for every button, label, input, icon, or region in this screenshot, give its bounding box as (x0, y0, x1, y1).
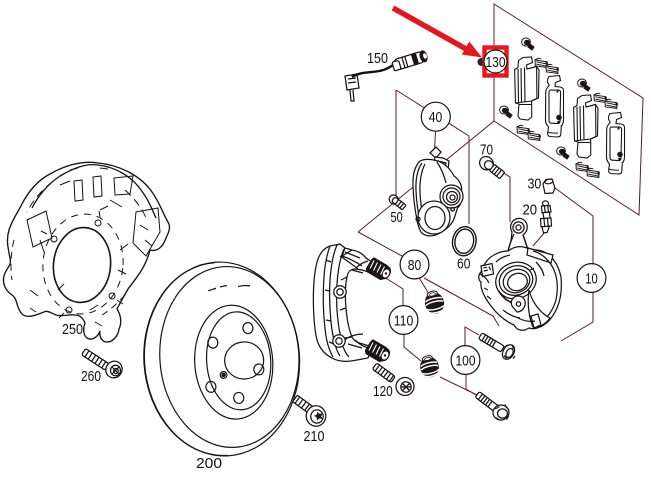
svg-text:80: 80 (408, 258, 422, 274)
svg-text:100: 100 (456, 353, 476, 369)
svg-text:210: 210 (304, 428, 325, 445)
svg-text:30: 30 (528, 176, 542, 193)
svg-text:120: 120 (373, 383, 393, 400)
svg-text:20: 20 (523, 201, 538, 218)
svg-text:60: 60 (457, 256, 470, 273)
svg-text:150: 150 (367, 50, 388, 67)
svg-text:50: 50 (391, 209, 403, 226)
svg-text:200: 200 (196, 455, 222, 472)
svg-text:110: 110 (394, 313, 414, 329)
svg-text:40: 40 (429, 110, 443, 126)
svg-text:260: 260 (81, 368, 101, 385)
svg-text:10: 10 (585, 271, 598, 287)
svg-text:70: 70 (480, 142, 493, 159)
svg-text:130: 130 (486, 54, 506, 71)
svg-text:250: 250 (62, 321, 83, 338)
